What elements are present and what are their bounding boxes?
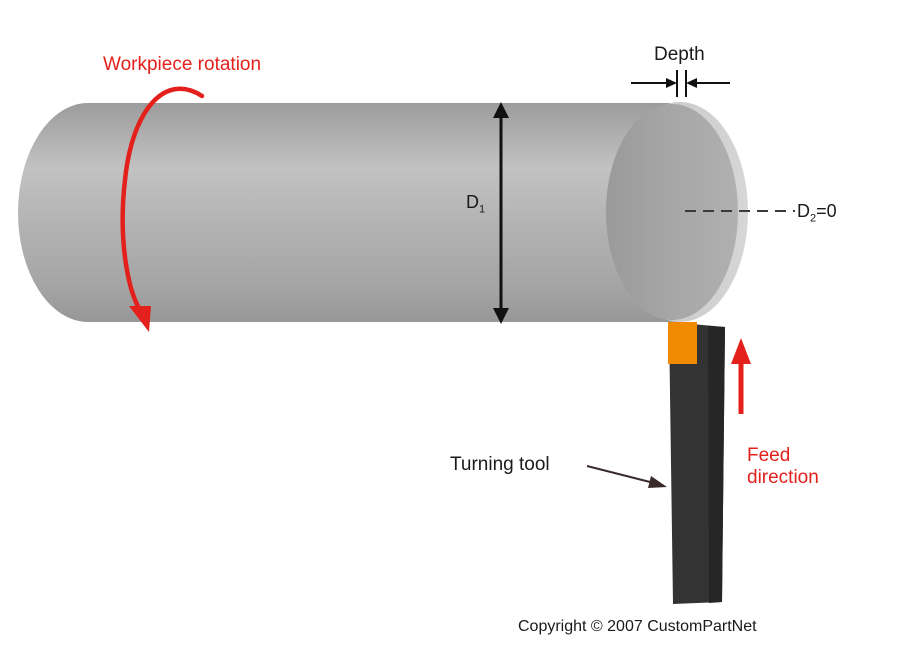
depth-label: Depth	[654, 44, 705, 65]
copyright-text: Copyright © 2007 CustomPartNet	[518, 618, 757, 635]
d1-main-text: D	[466, 192, 479, 212]
d2-subscript: 2	[810, 212, 817, 225]
d1-dimension-arrow	[493, 102, 509, 324]
d1-subscript: 1	[479, 203, 486, 216]
feed-label-line1: Feed	[747, 445, 791, 466]
workpiece-rotation-label: Workpiece rotation	[103, 54, 262, 75]
d2-label: D2=0	[797, 202, 837, 225]
feed-label-line2: direction	[747, 467, 819, 488]
turning-tool	[668, 322, 725, 604]
feed-direction-arrow	[731, 338, 751, 414]
rotation-arrow	[120, 86, 205, 332]
d1-label: D1	[466, 193, 485, 216]
tool-insert	[668, 322, 697, 364]
workpiece-cylinder	[18, 102, 748, 322]
depth-marker	[631, 70, 730, 97]
tool-pointer-arrow	[586, 465, 667, 488]
d2-value: =0	[816, 201, 837, 221]
d2-main-text: D	[797, 201, 810, 221]
turning-tool-label: Turning tool	[450, 454, 550, 475]
